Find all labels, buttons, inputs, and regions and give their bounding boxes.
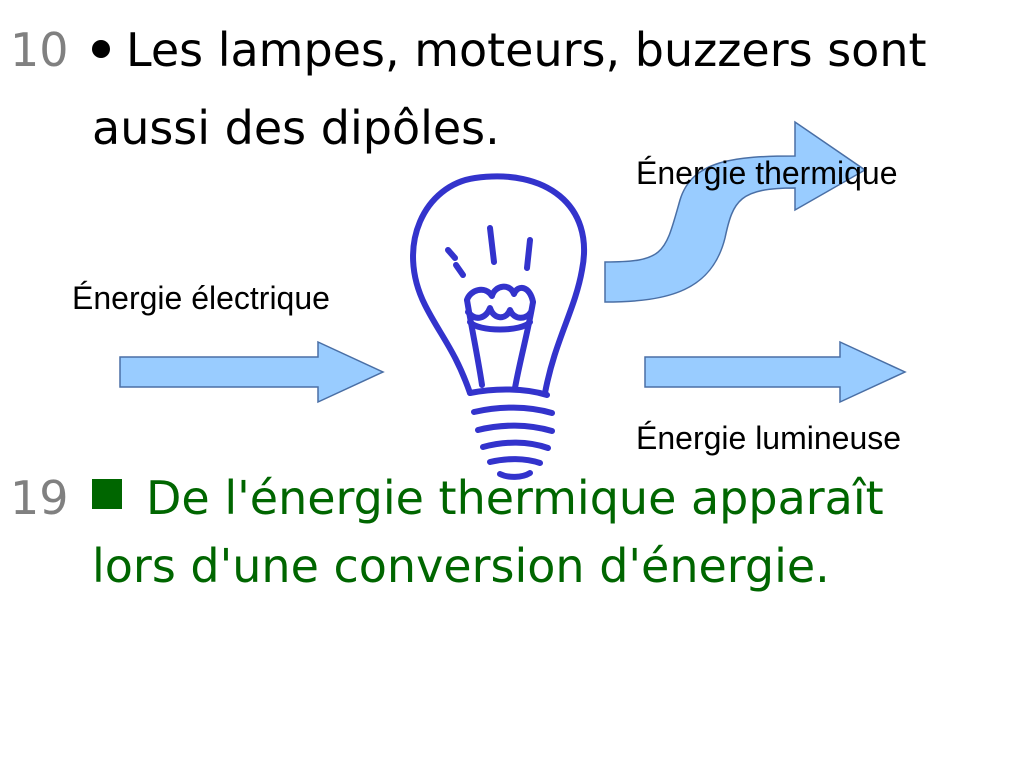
arrow-lumineuse-icon: [644, 340, 907, 404]
square-bullet-icon: [92, 478, 122, 509]
label-energie-electrique: Énergie électrique: [72, 280, 330, 316]
label-energie-thermique: Énergie thermique: [636, 155, 898, 191]
arrow-thermique-icon: [604, 120, 867, 303]
bullet-line-4: lors d'une conversion d'énergie.: [92, 539, 830, 593]
slide-number-10: 10: [10, 23, 69, 77]
slide-number-19: 19: [10, 471, 69, 525]
line3-text: De l'énergie thermique apparaît: [146, 471, 884, 525]
light-bulb-icon: [410, 173, 587, 480]
bullet-line-2: aussi des dipôles.: [92, 101, 500, 155]
arrow-electrique-icon: [119, 340, 385, 404]
bullet-dot-icon: [92, 39, 110, 58]
label-energie-lumineuse: Énergie lumineuse: [636, 420, 902, 456]
line1-text: Les lampes, moteurs, buzzers sont: [126, 23, 927, 77]
bullet-line-1: Les lampes, moteurs, buzzers sont: [92, 27, 927, 73]
bullet-line-3: De l'énergie thermique apparaît: [92, 475, 884, 521]
